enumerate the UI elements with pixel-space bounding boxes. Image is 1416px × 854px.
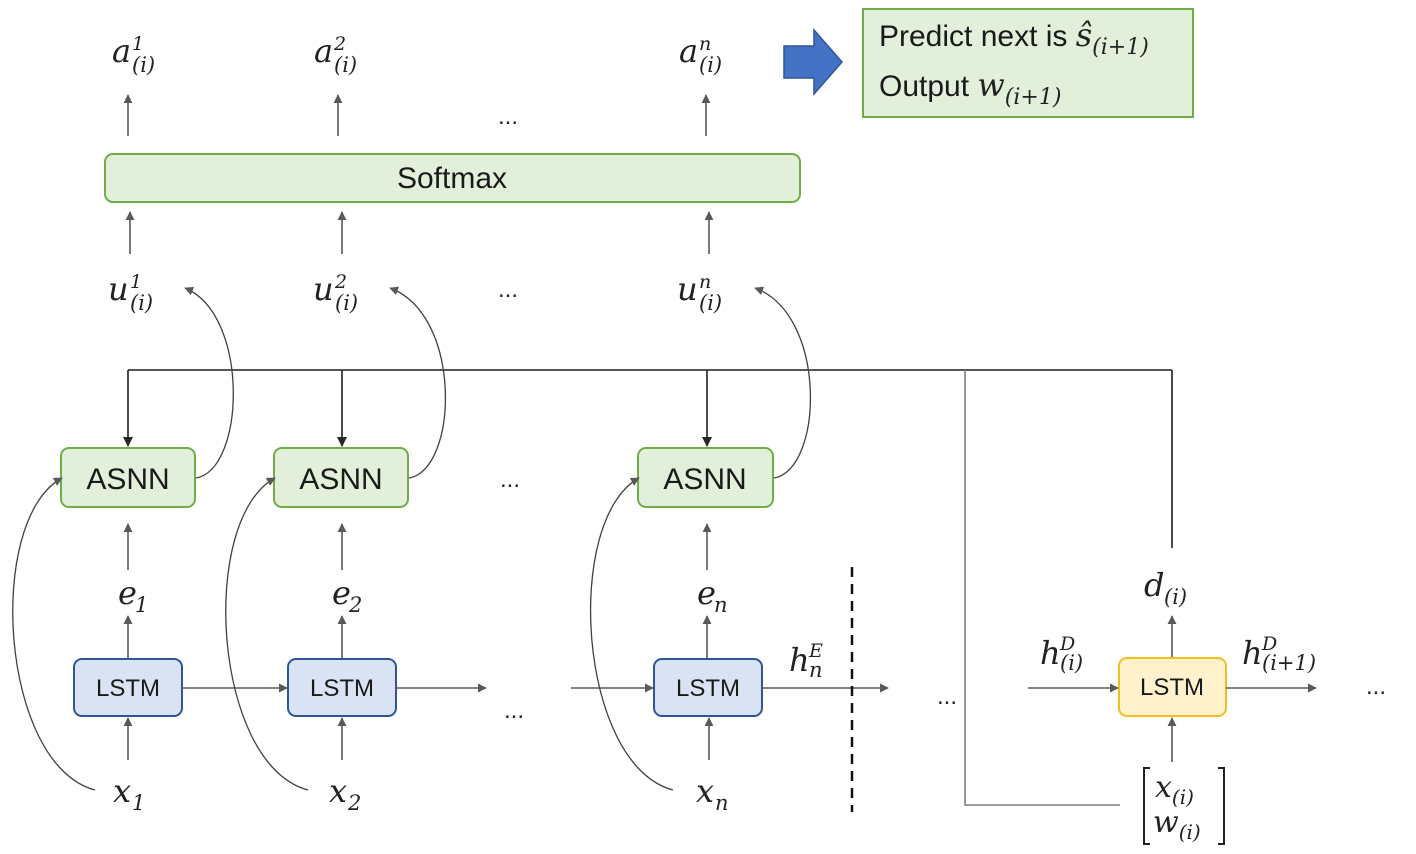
- decoder-input-feed-line: [964, 370, 1120, 806]
- svg-text:u: u: [108, 270, 129, 308]
- output-label-2: a 2 (i): [314, 32, 357, 77]
- encoding-label-2: e 2: [332, 574, 362, 617]
- decoder-state-label: d (i): [1144, 566, 1187, 609]
- svg-text:2: 2: [333, 33, 346, 55]
- svg-text:1: 1: [135, 593, 148, 617]
- asnn-box-2: [273, 447, 409, 508]
- encoder-lstm-label-n: LSTM: [676, 675, 740, 702]
- svg-text:h: h: [1040, 634, 1061, 672]
- asnn-label-n: ASNN: [663, 463, 746, 496]
- svg-text:2: 2: [348, 593, 362, 617]
- curve-asnn2-to-u2: [389, 286, 447, 479]
- svg-text:e: e: [118, 574, 137, 612]
- curve-x2-to-asnn2: [225, 477, 309, 791]
- svg-text:(i): (i): [130, 291, 153, 315]
- prediction-line-1: Predict next is ŝ(i+1): [879, 16, 1149, 60]
- input-label-1: x 1: [113, 772, 145, 815]
- output-label-n: a n (i): [679, 32, 722, 77]
- decoder-lstm-label: LSTM: [1140, 674, 1204, 701]
- curve-xn-to-asnnn: [589, 477, 674, 791]
- right-bracket-icon: [1218, 767, 1225, 845]
- svg-text:a: a: [314, 32, 333, 70]
- svg-text:n: n: [699, 271, 711, 293]
- svg-text:x: x: [696, 772, 714, 810]
- curve-asnnn-to-un: [754, 286, 812, 479]
- svg-text:u: u: [677, 270, 698, 308]
- block-arrow-icon: [783, 28, 843, 96]
- svg-text:x: x: [113, 772, 131, 810]
- svg-text:x: x: [329, 772, 347, 810]
- svg-text:1: 1: [132, 791, 145, 815]
- svg-text:(i): (i): [334, 53, 357, 77]
- left-bracket-icon: [1143, 767, 1150, 845]
- svg-text:h: h: [1242, 634, 1263, 672]
- svg-text:(i): (i): [699, 53, 722, 77]
- score-label-1: u 1 (i): [108, 270, 153, 315]
- input-label-n: x n: [696, 772, 729, 815]
- curve-asnn1-to-u1: [184, 286, 234, 479]
- svg-text:(i): (i): [699, 291, 722, 315]
- curve-x1-to-asnn1: [12, 477, 96, 791]
- svg-text:e: e: [332, 574, 351, 612]
- encoding-label-1: e 1: [118, 574, 148, 617]
- output-label-1: a 1 (i): [112, 32, 155, 77]
- asnn-box-1: [60, 447, 196, 508]
- encoder-final-state-label: h E n: [789, 640, 823, 682]
- svg-text:(i): (i): [1060, 651, 1083, 675]
- encoder-ellipsis: ...: [504, 697, 524, 724]
- decoder-lstm-box: [1118, 657, 1227, 717]
- svg-text:(i): (i): [1164, 585, 1187, 609]
- svg-text:n: n: [714, 593, 728, 617]
- svg-text:E: E: [808, 640, 823, 662]
- svg-text:n: n: [715, 791, 729, 815]
- score-label-2: u 2 (i): [313, 270, 358, 315]
- prediction-box: [862, 8, 1194, 118]
- asnn-label-1: ASNN: [86, 463, 169, 496]
- svg-text:h: h: [789, 641, 810, 679]
- softmax-box: [104, 153, 801, 203]
- asnn-box-n: [637, 447, 774, 508]
- encoder-lstm-label-2: LSTM: [310, 675, 374, 702]
- encoder-lstm-label-1: LSTM: [96, 675, 160, 702]
- svg-text:2: 2: [334, 271, 347, 293]
- svg-text:n: n: [809, 658, 823, 682]
- svg-text:n: n: [699, 33, 711, 55]
- decoder-input-x: x(i): [1155, 770, 1194, 809]
- decoder-input-state-label: h D (i): [1040, 633, 1083, 675]
- asnn-ellipsis: ...: [500, 466, 520, 493]
- decoder-input-vector: x(i) w(i): [1143, 767, 1225, 845]
- prediction-line-2: Output w(i+1): [879, 66, 1061, 110]
- decoder-input-w: w(i): [1153, 805, 1201, 844]
- svg-text:2: 2: [347, 791, 361, 815]
- decoder-left-ellipsis: ...: [937, 683, 957, 710]
- svg-text:e: e: [697, 574, 716, 612]
- svg-text:u: u: [313, 270, 334, 308]
- svg-text:a: a: [112, 32, 131, 70]
- score-ellipsis: ...: [498, 276, 518, 303]
- svg-text:(i): (i): [335, 291, 358, 315]
- svg-text:(i): (i): [132, 53, 155, 77]
- svg-text:a: a: [679, 32, 698, 70]
- encoding-label-n: e n: [697, 574, 728, 617]
- decoder-right-ellipsis: ...: [1366, 673, 1386, 700]
- svg-text:D: D: [1059, 633, 1075, 655]
- asnn-label-2: ASNN: [299, 463, 382, 496]
- svg-text:1: 1: [130, 271, 142, 293]
- score-label-n: u n (i): [677, 270, 722, 315]
- decoder-output-state-label: h D (i+1): [1242, 633, 1316, 675]
- svg-text:(i+1): (i+1): [1262, 651, 1316, 675]
- svg-text:d: d: [1144, 566, 1164, 604]
- svg-text:D: D: [1261, 633, 1277, 655]
- output-ellipsis: ...: [498, 103, 518, 130]
- input-label-2: x 2: [329, 772, 361, 815]
- svg-text:1: 1: [132, 33, 144, 55]
- softmax-label: Softmax: [397, 162, 507, 195]
